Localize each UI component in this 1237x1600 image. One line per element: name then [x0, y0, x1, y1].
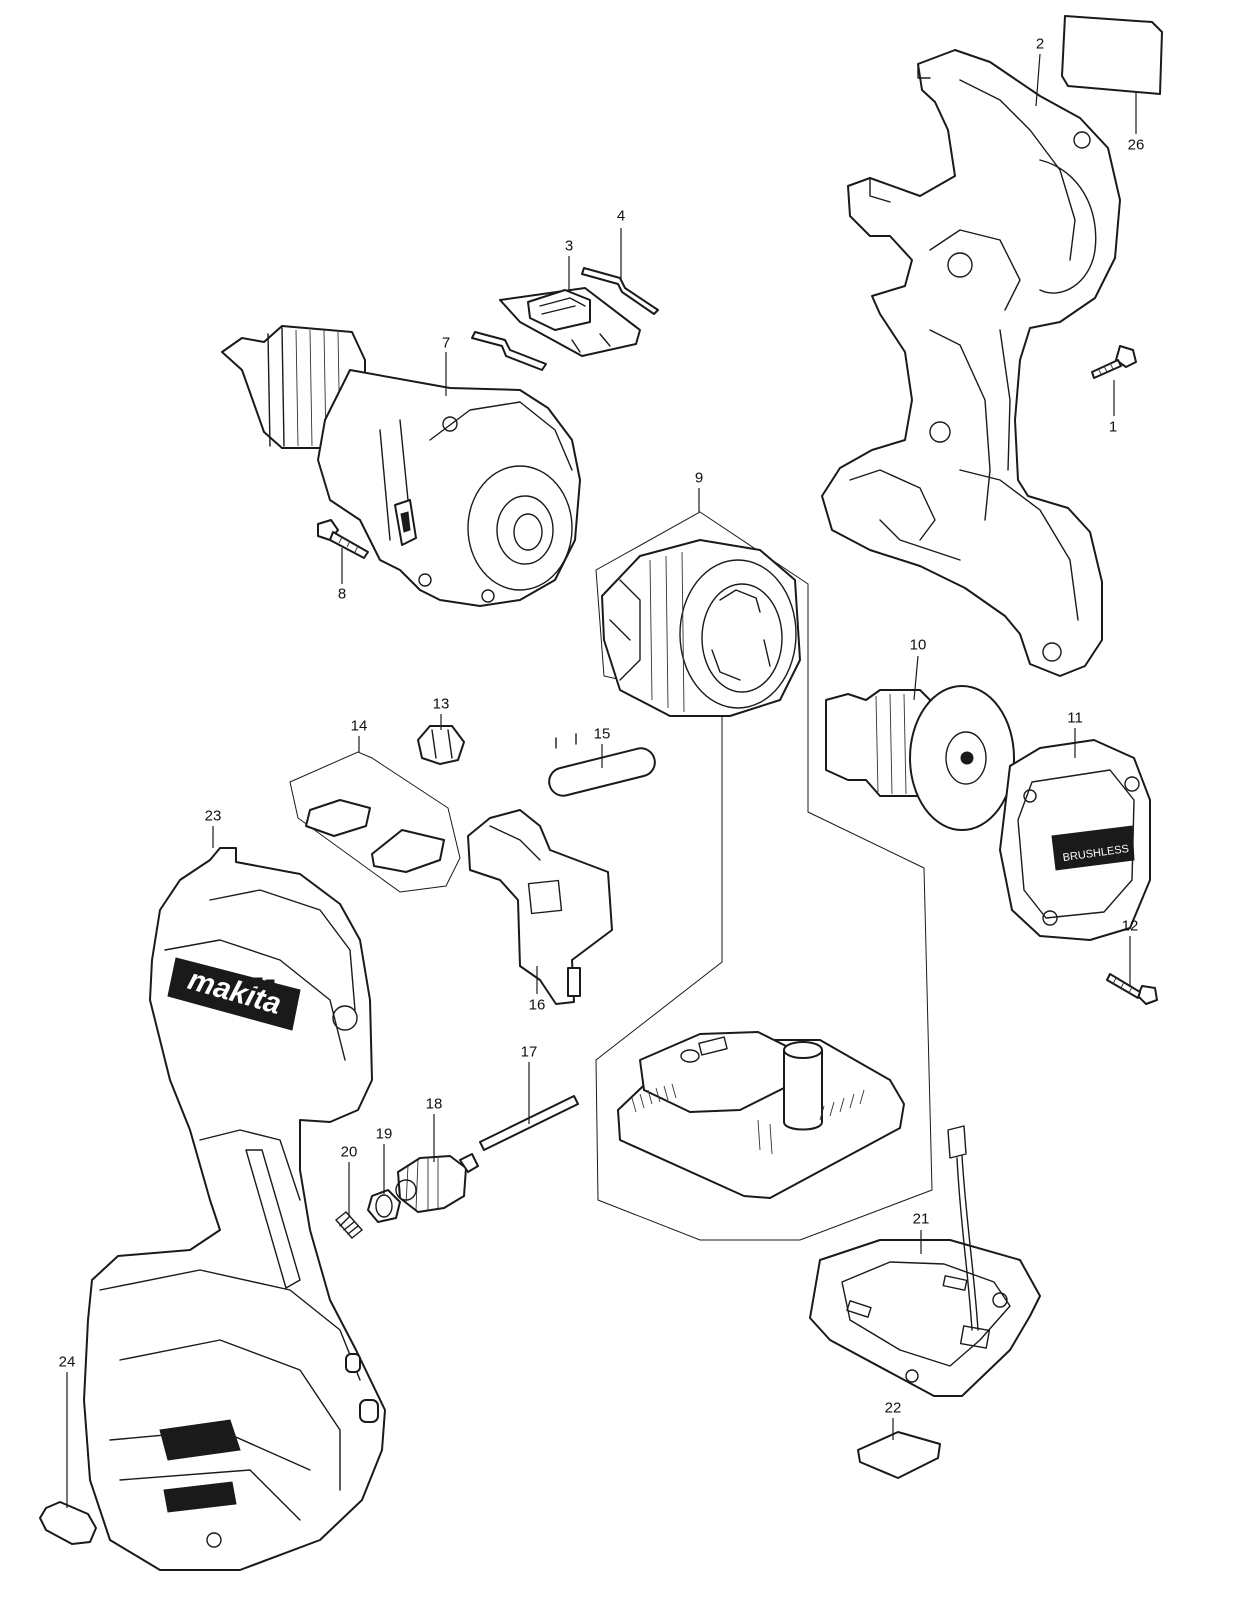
part-9-stator: [595, 511, 933, 1241]
callout-13: 13: [432, 695, 450, 713]
callout-2: 2: [1035, 35, 1045, 53]
callout-16: 16: [528, 996, 546, 1014]
callout-14: 14: [350, 717, 368, 735]
callout-12: 12: [1121, 917, 1139, 935]
part-12-screw: [1106, 973, 1158, 1005]
callout-21: 21: [912, 1210, 930, 1228]
callout-3: 3: [564, 237, 574, 255]
callout-11: 11: [1067, 709, 1083, 727]
part-18-dial: [395, 1153, 479, 1213]
callout-9: 9: [694, 469, 704, 487]
callout-22: 22: [884, 1399, 902, 1417]
part-19-ring: [367, 1189, 401, 1223]
callout-19: 19: [375, 1125, 393, 1143]
callout-24: 24: [58, 1353, 76, 1371]
callout-15: 15: [593, 725, 611, 743]
controller-unit: [617, 1031, 905, 1199]
callout-1: 1: [1108, 418, 1118, 436]
leader-lines: [66, 53, 1137, 1508]
callout-26: 26: [1127, 136, 1145, 154]
part-26-label: [1061, 15, 1163, 95]
callout-20: 20: [340, 1143, 358, 1161]
part-16-switch: [467, 809, 613, 1005]
part-11-motor-cover: BRUSHLESS: [999, 739, 1151, 941]
part-8-screw: [317, 519, 369, 559]
part-14-pads: [289, 751, 461, 893]
part-1-screw: [1091, 345, 1137, 379]
part-21-plate: [809, 1125, 1041, 1397]
part-10-rotor: [825, 685, 1015, 831]
part-7-gear-assembly: [221, 325, 581, 607]
part-4-spring: [471, 267, 659, 371]
part-2-housing-right: [821, 49, 1121, 677]
callout-23: 23: [204, 807, 222, 825]
part-23-housing-left: makita: [83, 847, 386, 1571]
part-22-label: [857, 1431, 941, 1479]
callout-4: 4: [616, 207, 626, 225]
part-24-label: [39, 1501, 97, 1545]
callout-18: 18: [425, 1095, 443, 1113]
part-15-capacitor: [548, 733, 656, 797]
callout-10: 10: [909, 636, 927, 654]
callout-17: 17: [520, 1043, 538, 1061]
callout-7: 7: [441, 334, 451, 352]
part-3-switch-lever: [499, 287, 641, 357]
part-13-cap: [417, 725, 465, 765]
callout-8: 8: [337, 585, 347, 603]
